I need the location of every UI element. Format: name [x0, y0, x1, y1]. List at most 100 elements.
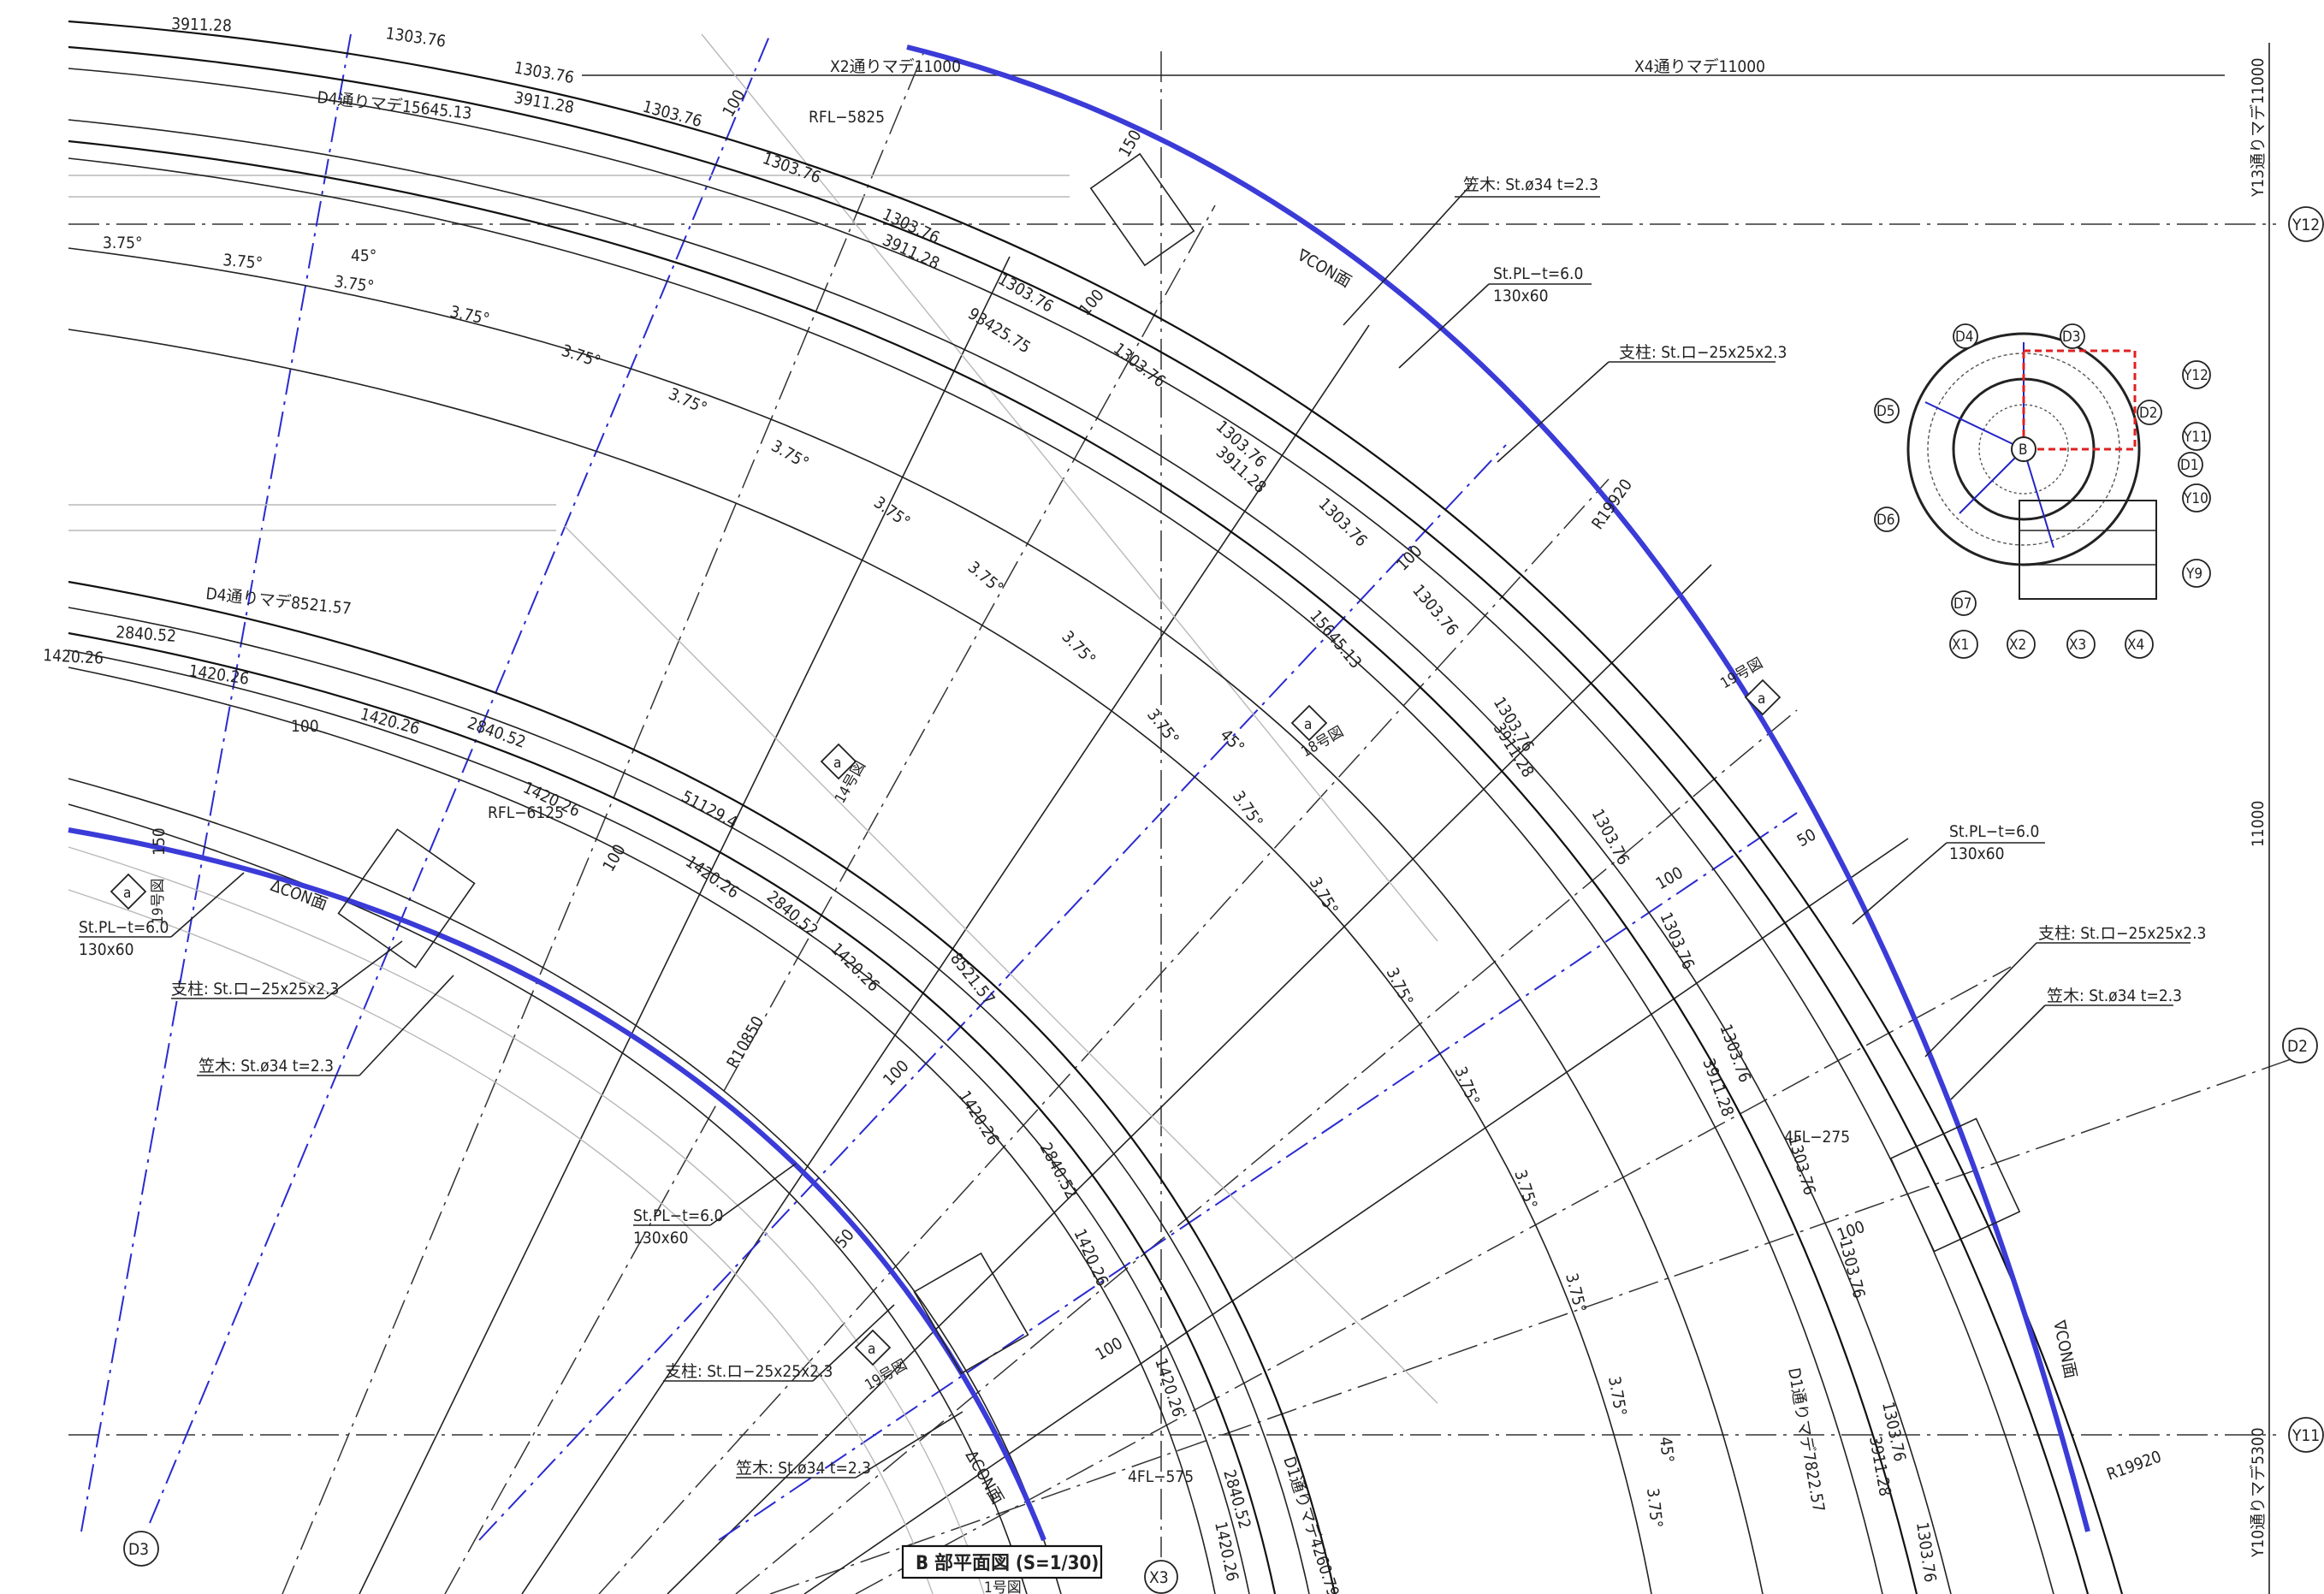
dim-1303-r: 1303.76	[1912, 1521, 1940, 1584]
dim-50-a: 50	[1794, 825, 1820, 850]
callout-handrail-c: 笠木: St.ø34 t=2.3	[199, 1057, 334, 1076]
dim-93425: 93425.75	[964, 305, 1034, 358]
dim-1303-p: 1303.76	[1835, 1237, 1868, 1301]
dim-top-x4: X4通りマデ11000	[1634, 57, 1765, 76]
key-top-d3: D3	[2062, 329, 2081, 346]
key-left-d6: D6	[1876, 512, 1895, 529]
dim-375-g: 3.75°	[768, 436, 812, 472]
dim-45-c: 45°	[1656, 1436, 1677, 1463]
key-right-y12: Y12	[2183, 367, 2208, 384]
key-right-y11: Y11	[2183, 429, 2208, 446]
dim-1303-a: 1303.76	[384, 24, 447, 51]
dim-375-a: 3.75°	[103, 234, 143, 252]
dim-1420-c: 1420.26	[359, 705, 422, 739]
dimension-labels: X2通りマデ11000 X4通りマデ11000 Y13通りマデ11000 110…	[43, 15, 2268, 1594]
callouts: 笠木: St.ø34 t=2.3 St.PL−t=6.0 130x60 支柱: …	[79, 175, 2206, 1478]
dim-375-l: 3.75°	[1229, 787, 1266, 831]
grid-bubble-y11: Y11	[2288, 1417, 2324, 1453]
section-marker-19-b: a 19号図	[110, 873, 167, 924]
dim-100-d: 100	[1653, 863, 1687, 893]
callout-handrail-d: 笠木: St.ø34 t=2.3	[736, 1459, 871, 1478]
key-left-d7: D7	[1953, 596, 1972, 613]
key-right-d2: D2	[2139, 405, 2158, 422]
dim-375-p: 3.75°	[1510, 1168, 1540, 1212]
arc-lines	[68, 20, 2124, 1594]
dim-375-j: 3.75°	[1058, 627, 1099, 669]
callout-plate-d: St.PL−t=6.0	[633, 1206, 723, 1225]
grid-bubble-y12: Y12	[2288, 206, 2324, 242]
key-bottom-x2: X2	[2009, 637, 2026, 654]
grid-bubble-x3: X3	[1144, 1560, 1178, 1594]
dim-51129: 51129.4	[679, 787, 741, 833]
dim-right-y13: Y13通りマデ11000	[2249, 57, 2268, 198]
section-mark-a-19a: a	[1758, 690, 1765, 708]
level-con-top-b: ∇CON面	[2049, 1318, 2080, 1380]
dim-1420-g: 1420.26	[955, 1087, 1003, 1149]
dim-100-g: 100	[599, 841, 629, 874]
callout-handrail-a: 笠木: St.ø34 t=2.3	[1463, 175, 1598, 194]
dim-2840-b: 2840.52	[465, 714, 528, 752]
dim-1303-c: 1303.76	[641, 98, 704, 132]
callout-handrail-b: 笠木: St.ø34 t=2.3	[2047, 987, 2182, 1005]
dim-150-b: 150	[150, 827, 169, 856]
dim-375-r: 3.75°	[1604, 1375, 1630, 1418]
title-block: B 部平面図 (S=1/30) 1号図	[901, 1544, 1103, 1594]
level-4fl-275: 4FL−275	[1784, 1128, 1850, 1147]
section-marker-14: a 14号図	[820, 743, 869, 807]
grid-label-y11: Y11	[2291, 1426, 2320, 1445]
key-left-d5: D5	[1876, 403, 1895, 420]
dim-1420-a: 1420.26	[43, 646, 104, 668]
dim-3911-a: 3911.28	[171, 15, 232, 35]
dim-375-m: 3.75°	[1306, 874, 1342, 918]
dim-375-e: 3.75°	[559, 341, 602, 371]
level-con-bottom-b: ΔCON面	[962, 1448, 1007, 1508]
callout-plate-c: St.PL−t=6.0	[79, 918, 169, 937]
section-mark-a-18: a	[1304, 716, 1312, 733]
dim-8521: 8521.57	[946, 950, 999, 1009]
dim-375-o: 3.75°	[1450, 1064, 1483, 1108]
grid-label-d3: D3	[128, 1540, 149, 1559]
dim-100-f: 100	[291, 717, 319, 736]
dim-375-q: 3.75°	[1562, 1271, 1590, 1315]
dim-1303-m: 1303.76	[1656, 910, 1698, 973]
key-plan: B D4 D3 D5 D6 D7 Y12 D2 Y11 D1 Y10	[1874, 323, 2211, 659]
dim-right-mid: 11000	[2249, 801, 2268, 847]
dim-100-i: 100	[1093, 1334, 1126, 1364]
level-labels: RFL−5825 RFL−6125 4FL−275 4FL−575 ∇CON面 …	[268, 108, 2080, 1508]
level-rfl-6125: RFL−6125	[488, 803, 564, 822]
dim-2840-d: 2840.52	[1036, 1140, 1082, 1202]
section-mark-a-19b: a	[123, 885, 131, 902]
key-top-d4: D4	[1955, 329, 1974, 346]
dim-100-e: 100	[1835, 1218, 1867, 1245]
callout-plate-a: St.PL−t=6.0	[1493, 264, 1583, 283]
dim-r-outer-b: R19920	[2104, 1447, 2164, 1484]
section-mark-a-14: a	[833, 755, 841, 772]
callout-plate-size-b: 130x60	[1949, 844, 2004, 863]
dim-top-x2: X2通りマデ11000	[830, 57, 961, 76]
dim-100-b: 100	[1076, 286, 1108, 319]
dim-d1-outer: D1通りマデ7822.57	[1784, 1366, 1828, 1514]
dim-375-i: 3.75°	[964, 558, 1007, 598]
dim-375-d: 3.75°	[448, 302, 491, 329]
dim-d1-inner: D1通りマデ4260.79	[1279, 1455, 1343, 1594]
dim-375-f: 3.75°	[666, 384, 710, 418]
callout-plate-size-a: 130x60	[1493, 287, 1548, 305]
dim-r-inner: R10850	[723, 1013, 768, 1071]
dim-100-a: 100	[719, 86, 749, 120]
grid-lines	[68, 33, 2311, 1594]
key-bottom-x1: X1	[1952, 637, 1969, 654]
key-top-labels: D4 D3	[1953, 323, 2085, 349]
dim-1303-g: 1303.76	[1110, 340, 1169, 392]
grid-bubble-d2: D2	[2282, 1028, 2318, 1064]
key-bottom-x4: X4	[2127, 637, 2144, 654]
level-4fl-575: 4FL−575	[1128, 1467, 1194, 1486]
rail-brackets	[337, 152, 2021, 1375]
callout-post-c: 支柱: St.ロ−25x25x2.3	[171, 980, 339, 998]
dim-375-k: 3.75°	[1143, 706, 1183, 749]
dim-375-n: 3.75°	[1383, 965, 1417, 1010]
dim-1303-b: 1303.76	[513, 58, 575, 87]
dim-45-b: 45°	[1216, 726, 1248, 757]
dim-15645-b: 15645.13	[1306, 607, 1365, 673]
title-main: B 部平面図 (S=1/30)	[916, 1552, 1099, 1574]
